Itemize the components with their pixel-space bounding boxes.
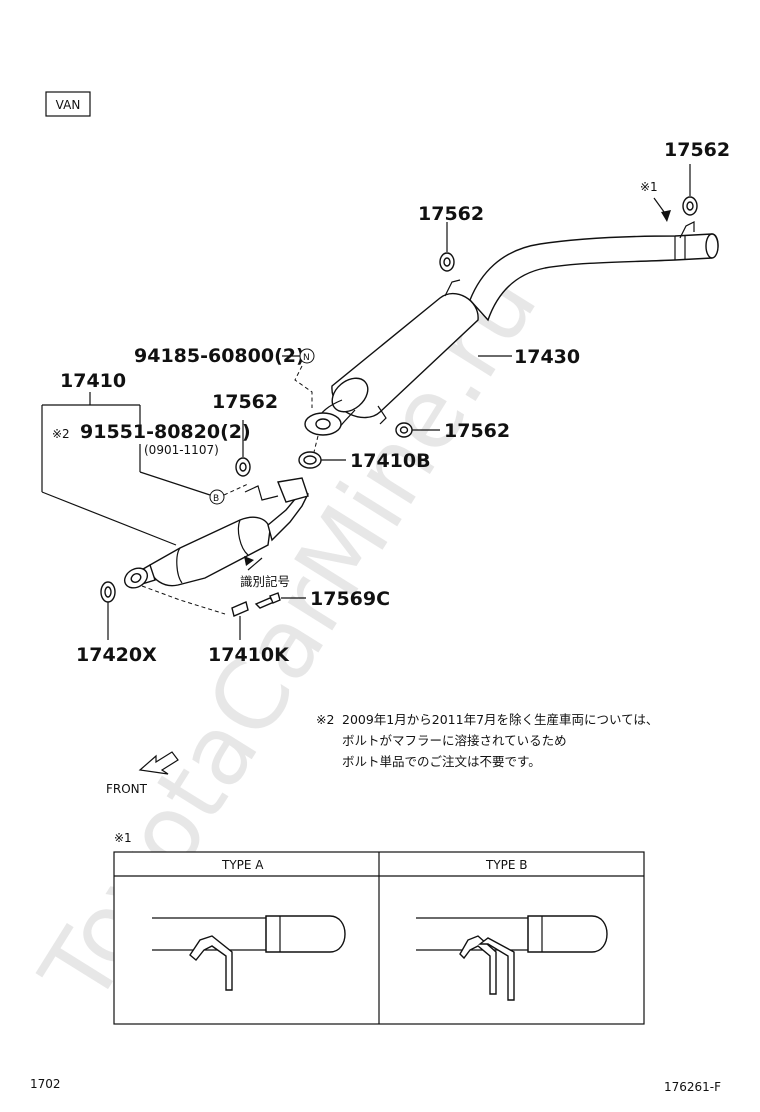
type-a-pipe	[152, 915, 346, 991]
label-91551-mark: ※2	[52, 427, 70, 441]
label-17430: 17430	[514, 346, 580, 368]
front-label: FRONT	[106, 782, 148, 796]
gasket-17410B	[298, 451, 322, 469]
detail-ref: ※1	[114, 831, 132, 845]
label-17562-top-right: 17562	[664, 139, 730, 161]
label-17569C: 17569C	[310, 588, 390, 610]
label-91551-date: (0901-1107)	[144, 443, 219, 457]
type-b-label: TYPE B	[485, 858, 528, 872]
note-line-2: ボルトがマフラーに溶接されているため	[342, 733, 567, 748]
stud-17410K	[231, 601, 249, 617]
tail-pipe	[469, 221, 719, 322]
footer-right: 176261-F	[664, 1080, 721, 1094]
n-circle-label: N	[303, 353, 310, 363]
hanger-17562-top-right	[682, 196, 698, 216]
muffler-flange	[304, 412, 342, 436]
note-line-3: ボルト単品でのご注文は不要です。	[342, 754, 541, 769]
gasket-17420X	[100, 581, 116, 603]
label-17410: 17410	[60, 370, 126, 392]
label-17562-left: 17562	[212, 391, 278, 413]
b-circle-label: B	[213, 494, 219, 504]
label-17562-right: 17562	[444, 420, 510, 442]
label-17562-mid: 17562	[418, 203, 484, 225]
footer-left: 1702	[30, 1077, 61, 1091]
muffler-17430	[317, 279, 479, 431]
hanger-17562-right	[395, 422, 413, 438]
bolt-17569C	[254, 592, 281, 609]
type-a-label: TYPE A	[221, 858, 264, 872]
hanger-17562-mid	[439, 252, 455, 272]
ref1-marker: ※1	[640, 180, 658, 194]
hanger-17562-left	[235, 457, 251, 477]
label-94185: 94185-60800(2)	[134, 345, 305, 367]
front-pipe-17410	[137, 477, 309, 587]
front-arrow-icon	[138, 751, 179, 775]
variant-box: VAN	[45, 91, 91, 117]
label-17410K: 17410K	[208, 644, 290, 666]
label-91551: 91551-80820(2)	[80, 421, 251, 443]
front-flange	[123, 567, 149, 589]
label-17410B: 17410B	[350, 450, 431, 472]
note-line-1: 2009年1月から2011年7月を除く生産車両については、	[342, 712, 658, 727]
label-17420X: 17420X	[76, 644, 157, 666]
type-b-pipe	[416, 915, 608, 1001]
id-label: 識別記号	[240, 574, 290, 589]
variant-label: VAN	[56, 98, 81, 112]
note-mark: ※2	[316, 712, 334, 727]
